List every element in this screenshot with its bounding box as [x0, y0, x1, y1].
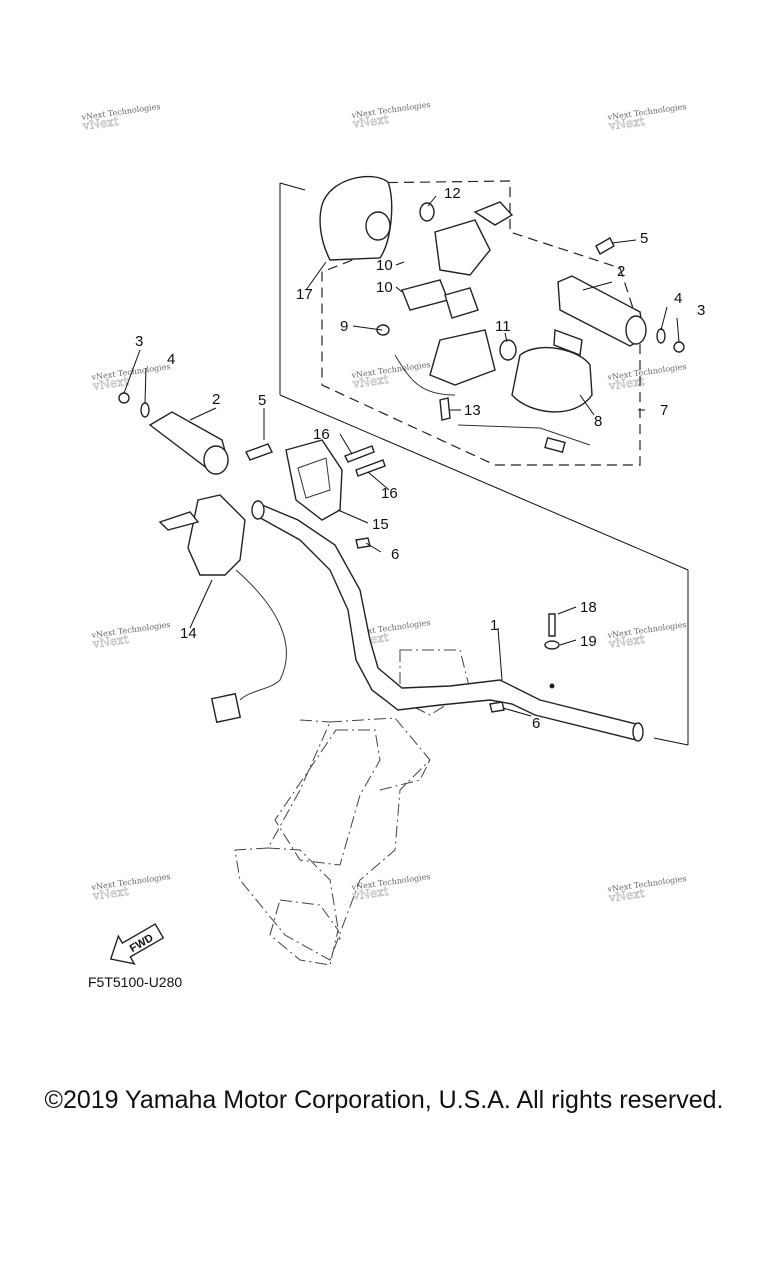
screws-16 — [344, 445, 386, 477]
copyright-notice: ©2019 Yamaha Motor Corporation, U.S.A. A… — [44, 1086, 724, 1114]
svg-text:vNext Technologies: vNext Technologies — [350, 360, 431, 380]
callout-15: 15 — [372, 516, 389, 533]
watermark: vNext vNext Technologies — [606, 102, 687, 133]
left-switch — [158, 494, 287, 724]
svg-text:vNext: vNext — [351, 372, 390, 391]
callout-6-lower: 6 — [532, 715, 540, 732]
callout-8: 8 — [594, 413, 602, 430]
screws-6 — [355, 537, 505, 713]
callout-10-lower: 10 — [376, 279, 393, 296]
callout-3-right: 3 — [697, 302, 705, 319]
svg-text:vNext Technologies: vNext Technologies — [350, 872, 431, 892]
callout-6-upper: 6 — [391, 546, 399, 563]
callout-7: 7 — [660, 402, 668, 419]
svg-text:vNext Technologies: vNext Technologies — [606, 362, 687, 382]
svg-text:FWD: FWD — [128, 932, 156, 955]
fwd-arrow-icon: FWD — [109, 923, 165, 965]
callout-1: 1 — [490, 617, 498, 634]
svg-text:vNext Technologies: vNext Technologies — [606, 620, 687, 640]
switch-cover — [319, 175, 393, 261]
watermark: vNext vNext Technologies — [90, 362, 171, 393]
callout-19: 19 — [580, 633, 597, 650]
throttle-assembly — [457, 329, 593, 454]
svg-text:vNext: vNext — [607, 114, 646, 133]
svg-text:vNext Technologies: vNext Technologies — [606, 874, 687, 894]
callout-2-right: 2 — [617, 263, 625, 280]
steering-column — [234, 649, 471, 966]
svg-text:vNext Technologies: vNext Technologies — [90, 362, 171, 382]
bolt-washer — [544, 613, 560, 650]
watermark: vNext vNext Technologies — [90, 872, 171, 903]
watermark: vNext vNext Technologies — [606, 874, 687, 905]
switch-assembly-box — [321, 180, 641, 466]
callout-5-right: 5 — [640, 230, 648, 247]
callout-5-left: 5 — [258, 392, 266, 409]
callout-12: 12 — [444, 185, 461, 202]
callout-18: 18 — [580, 599, 597, 616]
callout-9: 9 — [340, 318, 348, 335]
watermark: vNext vNext Technologies — [606, 362, 687, 393]
callout-4-right: 4 — [674, 290, 682, 307]
svg-text:vNext Technologies: vNext Technologies — [90, 872, 171, 892]
callouts: 1 2 2 3 3 4 4 5 5 6 6 7 8 9 10 10 11 12 … — [135, 185, 705, 732]
left-grip — [148, 411, 229, 475]
callout-4-left: 4 — [167, 351, 175, 368]
assembly-frame — [279, 182, 689, 746]
leader-lines — [123, 195, 680, 717]
switch-internals — [376, 279, 517, 396]
svg-text:vNext: vNext — [607, 374, 646, 393]
callout-2-left: 2 — [212, 391, 220, 408]
callout-14: 14 — [180, 625, 197, 642]
callout-16-upper: 16 — [313, 426, 330, 443]
svg-text:vNext: vNext — [91, 374, 130, 393]
screw-13 — [439, 397, 451, 421]
svg-text:vNext: vNext — [351, 112, 390, 131]
handlebar — [251, 500, 644, 742]
svg-text:vNext Technologies: vNext Technologies — [90, 620, 171, 640]
watermark: vNext vNext Technologies — [350, 100, 431, 131]
callout-10-upper: 10 — [376, 257, 393, 274]
svg-text:vNext Technologies: vNext Technologies — [80, 102, 161, 122]
svg-text:vNext: vNext — [91, 884, 130, 903]
svg-text:vNext: vNext — [91, 632, 130, 651]
watermark: vNext vNext Technologies — [80, 102, 161, 133]
callout-17: 17 — [296, 286, 313, 303]
svg-text:vNext: vNext — [607, 632, 646, 651]
watermark: vNext vNext Technologies — [350, 872, 431, 903]
watermark: vNext vNext Technologies — [606, 620, 687, 651]
right-grip — [557, 275, 647, 347]
svg-text:vNext Technologies: vNext Technologies — [606, 102, 687, 122]
bracket-15 — [285, 439, 343, 521]
bolts-5 — [245, 237, 615, 461]
svg-text:vNext Technologies: vNext Technologies — [350, 100, 431, 120]
svg-text:vNext: vNext — [351, 884, 390, 903]
callout-13: 13 — [464, 402, 481, 419]
callout-11: 11 — [495, 318, 511, 335]
switch-housing — [419, 201, 514, 276]
svg-text:vNext: vNext — [81, 114, 120, 133]
callout-16-lower: 16 — [381, 485, 398, 502]
watermark: vNext vNext Technologies — [90, 620, 171, 651]
svg-text:vNext: vNext — [607, 886, 646, 905]
diagram-code: F5T5100-U280 — [88, 974, 183, 990]
callout-3-left: 3 — [135, 333, 143, 350]
